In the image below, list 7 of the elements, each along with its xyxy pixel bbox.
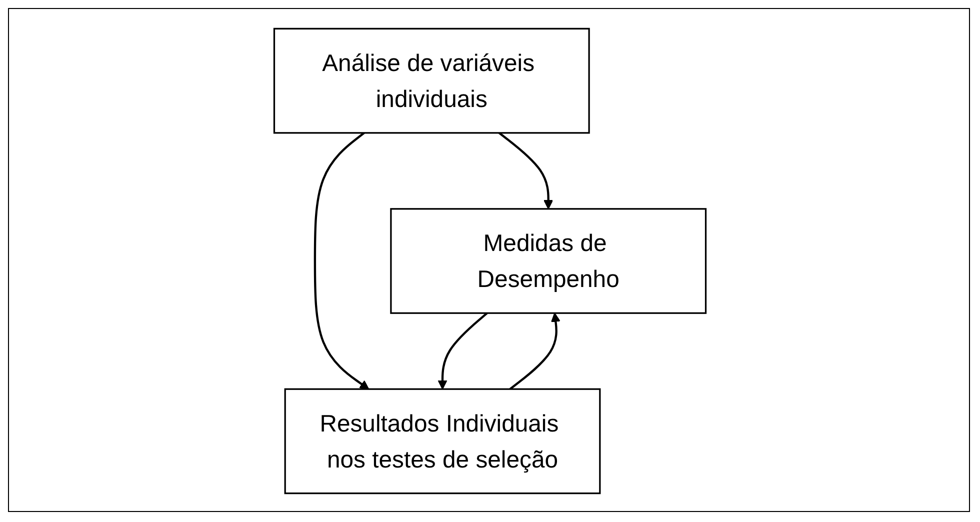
arrow xyxy=(314,132,370,390)
node-box: Resultados Individuais nos testes de seleção xyxy=(284,388,601,494)
arrow xyxy=(509,312,560,390)
node-box: Medidas de Desempenho xyxy=(390,208,707,314)
arrow xyxy=(438,312,488,390)
node-box: Análise de variáveis individuais xyxy=(273,28,590,134)
arrow xyxy=(498,132,554,210)
